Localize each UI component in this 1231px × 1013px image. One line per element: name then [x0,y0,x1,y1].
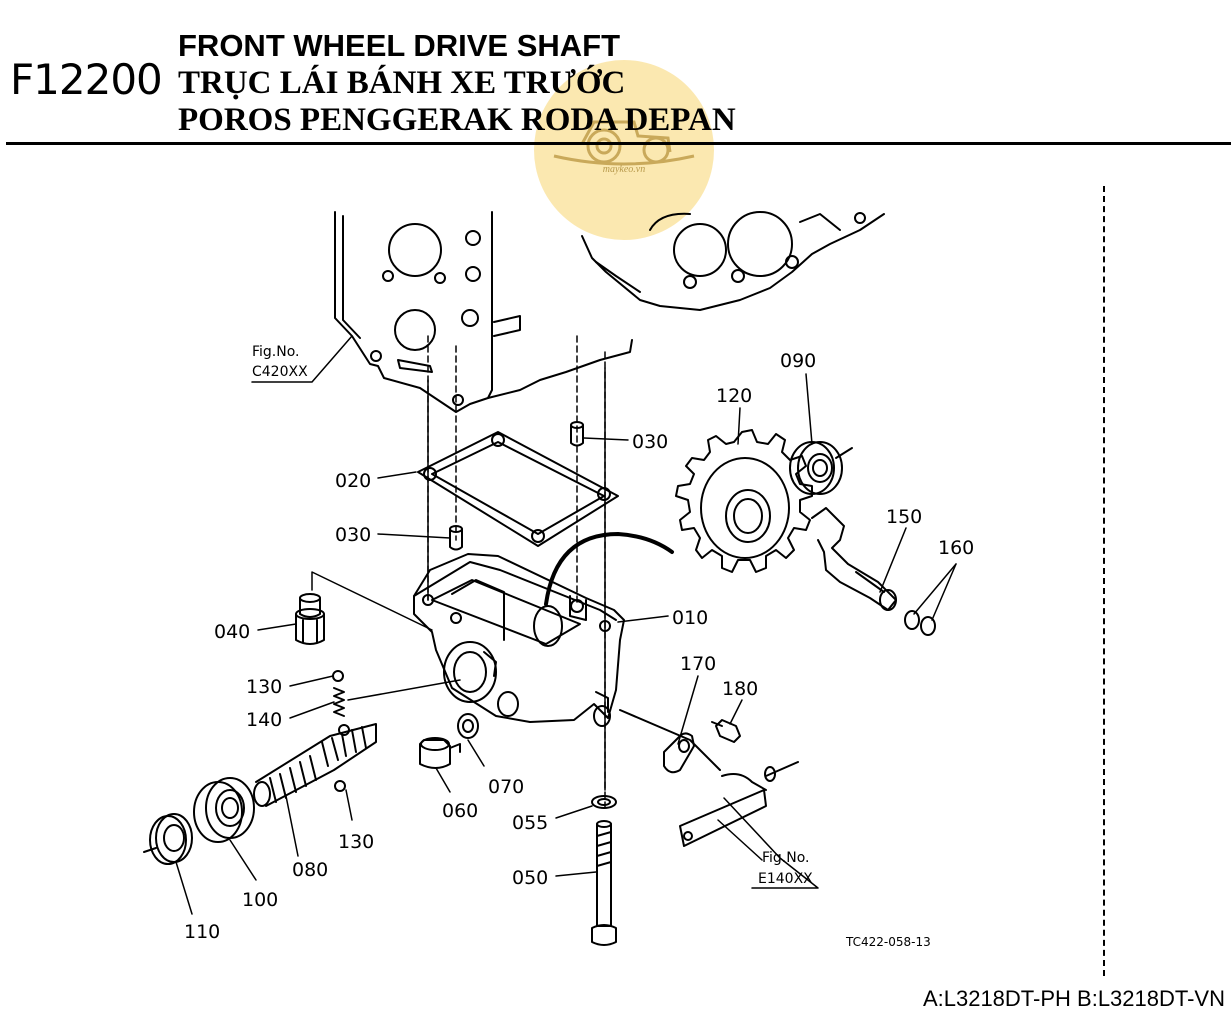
label-090: 090 [780,350,816,372]
title-vietnamese: TRỤC LÁI BÁNH XE TRƯỚC [178,65,626,101]
label-070: 070 [488,776,524,798]
spring-140 [333,687,345,717]
label-110: 110 [184,921,220,943]
rod-link [619,709,721,771]
bearing-100 [193,777,255,843]
label-030-lower: 030 [335,524,371,546]
label-130-upper: 130 [246,676,282,698]
oil-pipe [544,532,674,606]
label-050: 050 [512,867,548,889]
ref-e-line1: Fig.No. [762,850,810,866]
model-codes: A:L3218DT-PH B:L3218DT-VN [922,986,1225,1011]
label-020: 020 [335,470,371,492]
leader-lines [175,335,957,915]
label-120: 120 [716,385,752,407]
washer-070 [457,713,479,739]
ball-130-upper [332,670,344,682]
tractor-icon [553,120,695,166]
pin-030-upper [570,421,584,447]
gasket-020 [417,431,619,547]
shaft-150 [811,507,897,611]
orings-160 [904,610,936,636]
label-060: 060 [442,800,478,822]
ref-e-line2: E140XX [758,871,813,887]
drawing-id: TC422-058-13 [845,935,931,949]
header-rule [6,142,1231,145]
label-030-upper: 030 [632,431,668,453]
section-code: F12200 [10,55,163,104]
seal-110 [143,813,193,865]
label-100: 100 [242,889,278,911]
divider-dashed [1103,186,1105,976]
washer-055 [591,795,617,809]
label-080: 080 [292,859,328,881]
label-140: 140 [246,709,282,731]
case-010 [413,553,625,727]
bolt-180 [711,719,741,743]
watermark-text: maykeo.vn [602,164,646,175]
pin-030-lower [449,525,463,551]
leader-040-case [311,571,433,631]
title-english: FRONT WHEEL DRIVE SHAFT [178,28,621,63]
case-plate-left [334,211,633,413]
gear-120 [675,429,813,573]
alignment-lines [427,335,606,813]
part-labels: 030 020 030 040 010 120 090 150 160 170 … [184,344,974,949]
watermark-logo: maykeo.vn [534,60,714,240]
bolt-050 [591,820,617,946]
case-right [581,211,885,311]
label-055: 055 [512,812,548,834]
label-010: 010 [672,607,708,629]
ref-c-line2: C420XX [252,364,308,380]
alignment-lines-solid [427,367,606,791]
label-130-lower: 130 [338,831,374,853]
ref-c-line1: Fig.No. [252,344,300,360]
plug-060 [419,737,461,769]
bearing-090 [789,441,853,495]
label-040: 040 [214,621,250,643]
title-indonesian: POROS PENGGERAK RODA DEPAN [178,102,736,138]
label-170: 170 [680,653,716,675]
plug-040 [295,593,325,645]
ball-130-lower [334,780,346,792]
linkage-e140 [679,761,799,847]
shaft-080 [253,723,377,807]
label-180: 180 [722,678,758,700]
label-150: 150 [886,506,922,528]
label-160: 160 [938,537,974,559]
